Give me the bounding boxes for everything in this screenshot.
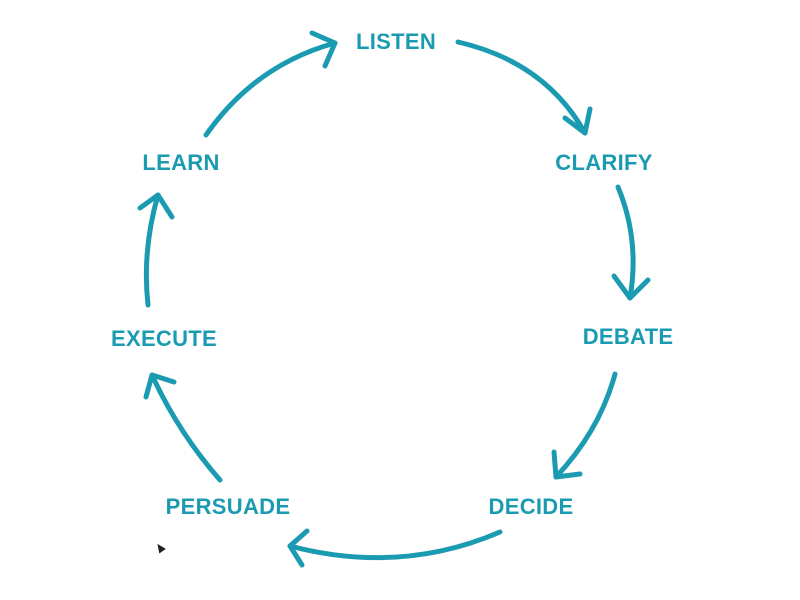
node-decide: DECIDE [488,494,574,519]
node-persuade: PERSUADE [165,494,291,519]
arrow-decide-to-persuade [287,528,503,568]
arrow-learn-to-listen [203,30,338,138]
arrow-clarify-to-debate [611,184,651,301]
arrow-debate-to-decide [551,371,618,480]
arrow-execute-to-learn [137,192,175,308]
node-execute: EXECUTE [110,326,218,351]
node-clarify: CLARIFY [555,150,653,175]
node-learn: LEARN [142,150,220,175]
arrow-persuade-to-execute [143,372,223,483]
node-debate: DEBATE [582,324,674,349]
node-listen: LISTEN [355,29,437,54]
arrow-listen-to-clarify [455,39,593,136]
